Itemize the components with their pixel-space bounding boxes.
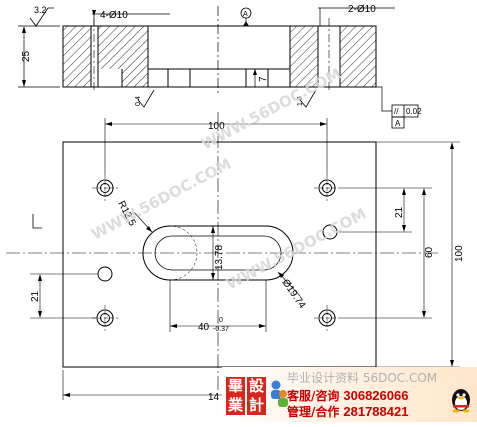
slot-inner: [154, 235, 282, 271]
plan-outline: [62, 141, 377, 368]
watermark-1: WWW.56DOC.COM: [198, 65, 344, 154]
service-number[interactable]: 306826066: [343, 388, 409, 403]
manage-number[interactable]: 281788421: [343, 404, 409, 419]
watermark-3: WWW.56DOC.COM: [223, 205, 369, 294]
dim-21-right: 21: [394, 206, 405, 218]
holes-2-label: 2-Ø10: [348, 4, 376, 15]
roughness-top-label: 3.2: [34, 5, 47, 15]
section-labels: 3.2 4-Ø10 2-Ø10 A 25 7 0.4 1.6 // 0.02 A: [21, 4, 422, 128]
depth-7-label: 7: [258, 76, 269, 82]
qq-penguin-icon[interactable]: [450, 387, 472, 413]
parallel-value: 0.02: [406, 107, 422, 116]
hatch-left-outer: [63, 26, 91, 87]
section-outline: [62, 25, 377, 88]
dim-21-left: 21: [30, 290, 41, 302]
roughness-bl-label: 0.4: [135, 96, 142, 106]
hatch-left-inner: [98, 26, 148, 69]
dim-phi1974: Ø19.74: [280, 277, 308, 311]
service-label: 客服/咨询: [287, 389, 340, 403]
hatch-left-lower: [122, 69, 148, 87]
logo-text-1: 畢業: [227, 377, 243, 414]
people-icon: [271, 380, 288, 407]
dim-100-right: 100: [454, 245, 465, 262]
banner-site-text: 毕业设计资料 56DOC.COM: [287, 371, 438, 385]
dim-40-tol-upper: 0: [219, 317, 223, 324]
hatch-right-outer: [340, 26, 376, 87]
parallel-ref: A: [395, 119, 401, 128]
manage-label: 管理/合作: [287, 405, 340, 419]
datum-a-label: A: [243, 11, 248, 18]
logo-text-2: 設計: [248, 377, 264, 414]
holes-4-label: 4-Ø10: [100, 10, 128, 21]
parallel-symbol: //: [394, 107, 399, 116]
hatch-right-lower: [290, 69, 318, 87]
dim-100-top: 100: [208, 121, 225, 132]
dim-bottom: 14: [208, 392, 220, 403]
dim-60: 60: [424, 246, 435, 258]
dim-40-tol-lower: -0.37: [213, 326, 229, 333]
logo-block-1: 畢業: [226, 377, 245, 415]
section-view: [18, 6, 419, 129]
roughness-br-label: 1.6: [297, 96, 304, 106]
dim-1378: 13.78: [214, 245, 225, 270]
plan-labels: 100 100 60 21 21 R12.5 13.78 Ø19.74 40 0…: [30, 121, 465, 403]
watermarks: WWW.56DOC.COM WWW.56DOC.COM WWW.56DOC.CO…: [88, 65, 369, 294]
small-hole-right: [322, 224, 338, 240]
logo-block-2: 設計: [247, 377, 266, 415]
hatch-right-inner: [290, 26, 318, 69]
dim-40: 40: [198, 322, 210, 333]
corner-holes: [92, 175, 340, 331]
height-25-label: 25: [21, 50, 32, 62]
plan-view: [6, 112, 460, 400]
small-hole-left: [97, 266, 113, 282]
